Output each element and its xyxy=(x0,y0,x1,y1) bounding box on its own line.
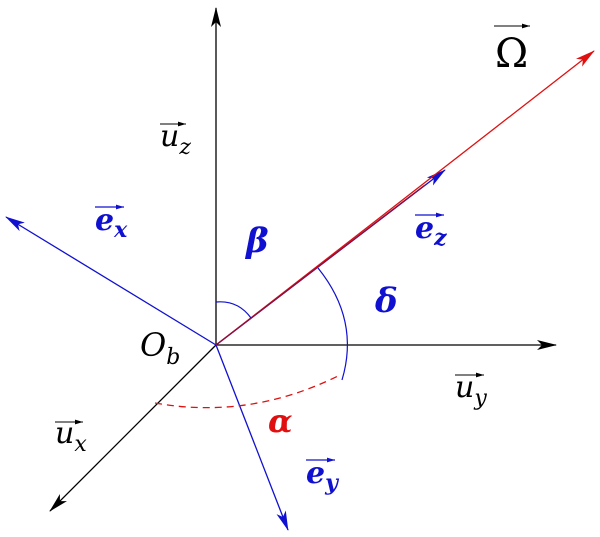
omega-label: Ω xyxy=(495,31,528,77)
uy-label: uy xyxy=(455,370,487,411)
beta-label: β xyxy=(244,221,269,261)
ex-axis xyxy=(5,216,217,346)
alpha-label: α xyxy=(268,402,293,440)
delta-arc xyxy=(317,267,348,381)
ux-label: ux xyxy=(55,416,87,457)
beta-arc xyxy=(215,301,252,319)
alpha-arc xyxy=(154,374,341,409)
ux-axis xyxy=(49,344,217,512)
omega-ez-overlap xyxy=(215,184,426,346)
origin-label: Ob xyxy=(140,326,180,370)
ey-label: ey xyxy=(306,456,340,496)
uz-label: uz xyxy=(160,119,191,160)
ez-label: ez xyxy=(415,211,447,251)
delta-label: δ xyxy=(374,281,398,321)
ex-label: ex xyxy=(95,203,128,243)
ey-axis xyxy=(215,344,289,531)
